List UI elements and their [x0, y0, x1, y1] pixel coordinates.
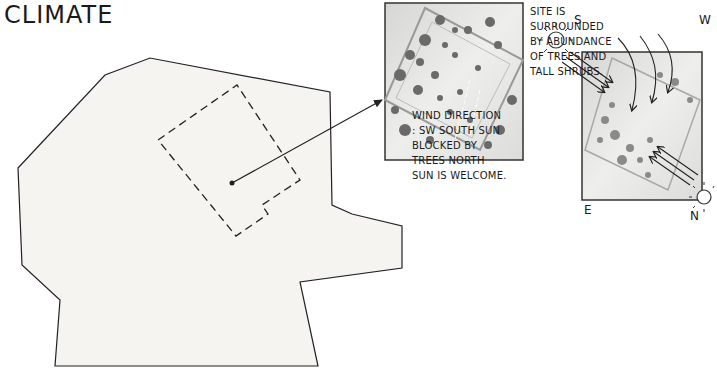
compass-letter: S: [574, 14, 582, 26]
site-note: SITE IS SURROUNDED BY ABUNDANCE OF TREES…: [530, 4, 616, 79]
climate-note: WIND DIRECTION : SW SOUTH SUN BLOCKED BY…: [412, 108, 508, 183]
compass-letter: E: [584, 204, 592, 216]
plot-boundary: [158, 85, 300, 236]
compass-letter: W: [699, 14, 711, 26]
leader-arrow: [232, 100, 382, 183]
tree-inset: [385, 3, 523, 160]
compass-letter: N: [690, 210, 699, 222]
site-outline: [18, 58, 402, 366]
page-title: CLIMATE: [4, 3, 113, 27]
